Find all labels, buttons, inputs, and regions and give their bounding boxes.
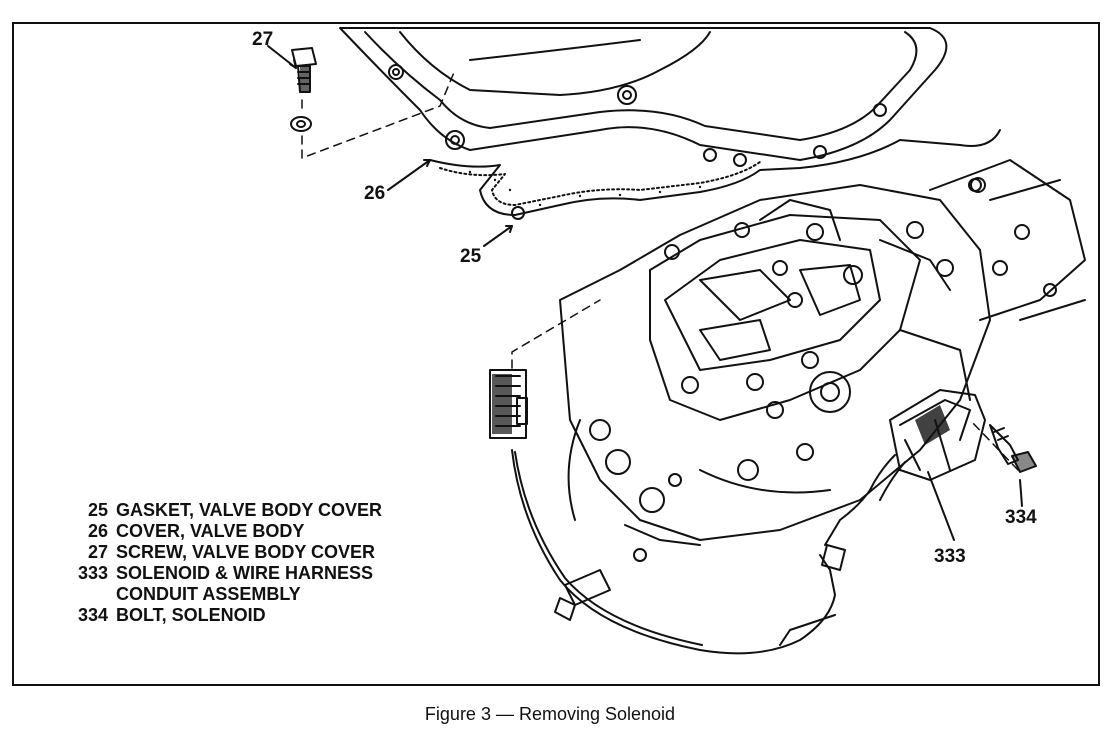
legend-number: 333 [77, 563, 108, 583]
legend-description-continued: CONDUIT ASSEMBLY [116, 584, 301, 604]
figure-caption: Figure 3 — Removing Solenoid [424, 704, 676, 724]
valve-body-cover [339, 27, 948, 167]
legend-item: 333 SOLENOID & WIRE HARNESS [52, 563, 382, 584]
legend-number: 334 [77, 605, 108, 625]
legend-number: 27 [87, 542, 108, 562]
legend-description: SOLENOID & WIRE HARNESS [116, 563, 374, 583]
callout-27: 27 [252, 29, 274, 50]
shading-marks [300, 66, 1036, 472]
callout-333: 333 [934, 546, 966, 567]
parts-legend: 25 GASKET, VALVE BODY COVER 26 COVER, VA… [52, 500, 382, 626]
legend-description: BOLT, SOLENOID [116, 605, 266, 625]
transmission-case [929, 159, 1086, 321]
legend-number: 25 [87, 500, 108, 520]
valve-body [559, 184, 991, 562]
legend-item: 25 GASKET, VALVE BODY COVER [52, 500, 382, 521]
legend-item: 26 COVER, VALVE BODY [52, 521, 382, 542]
wire-harness [489, 369, 846, 655]
legend-number: 26 [87, 521, 108, 541]
callout-334: 334 [1005, 507, 1037, 528]
legend-item: 334 BOLT, SOLENOID [52, 605, 382, 626]
legend-description: SCREW, VALVE BODY COVER [116, 542, 376, 562]
legend-description: COVER, VALVE BODY [116, 521, 305, 541]
exploded-view-lines [301, 69, 1019, 471]
callout-25: 25 [460, 246, 482, 267]
leader-lines [267, 45, 1023, 541]
solenoid [824, 389, 986, 546]
callout-26: 26 [364, 183, 386, 204]
legend-description: GASKET, VALVE BODY COVER [116, 500, 383, 520]
legend-item: 27 SCREW, VALVE BODY COVER [52, 542, 382, 563]
